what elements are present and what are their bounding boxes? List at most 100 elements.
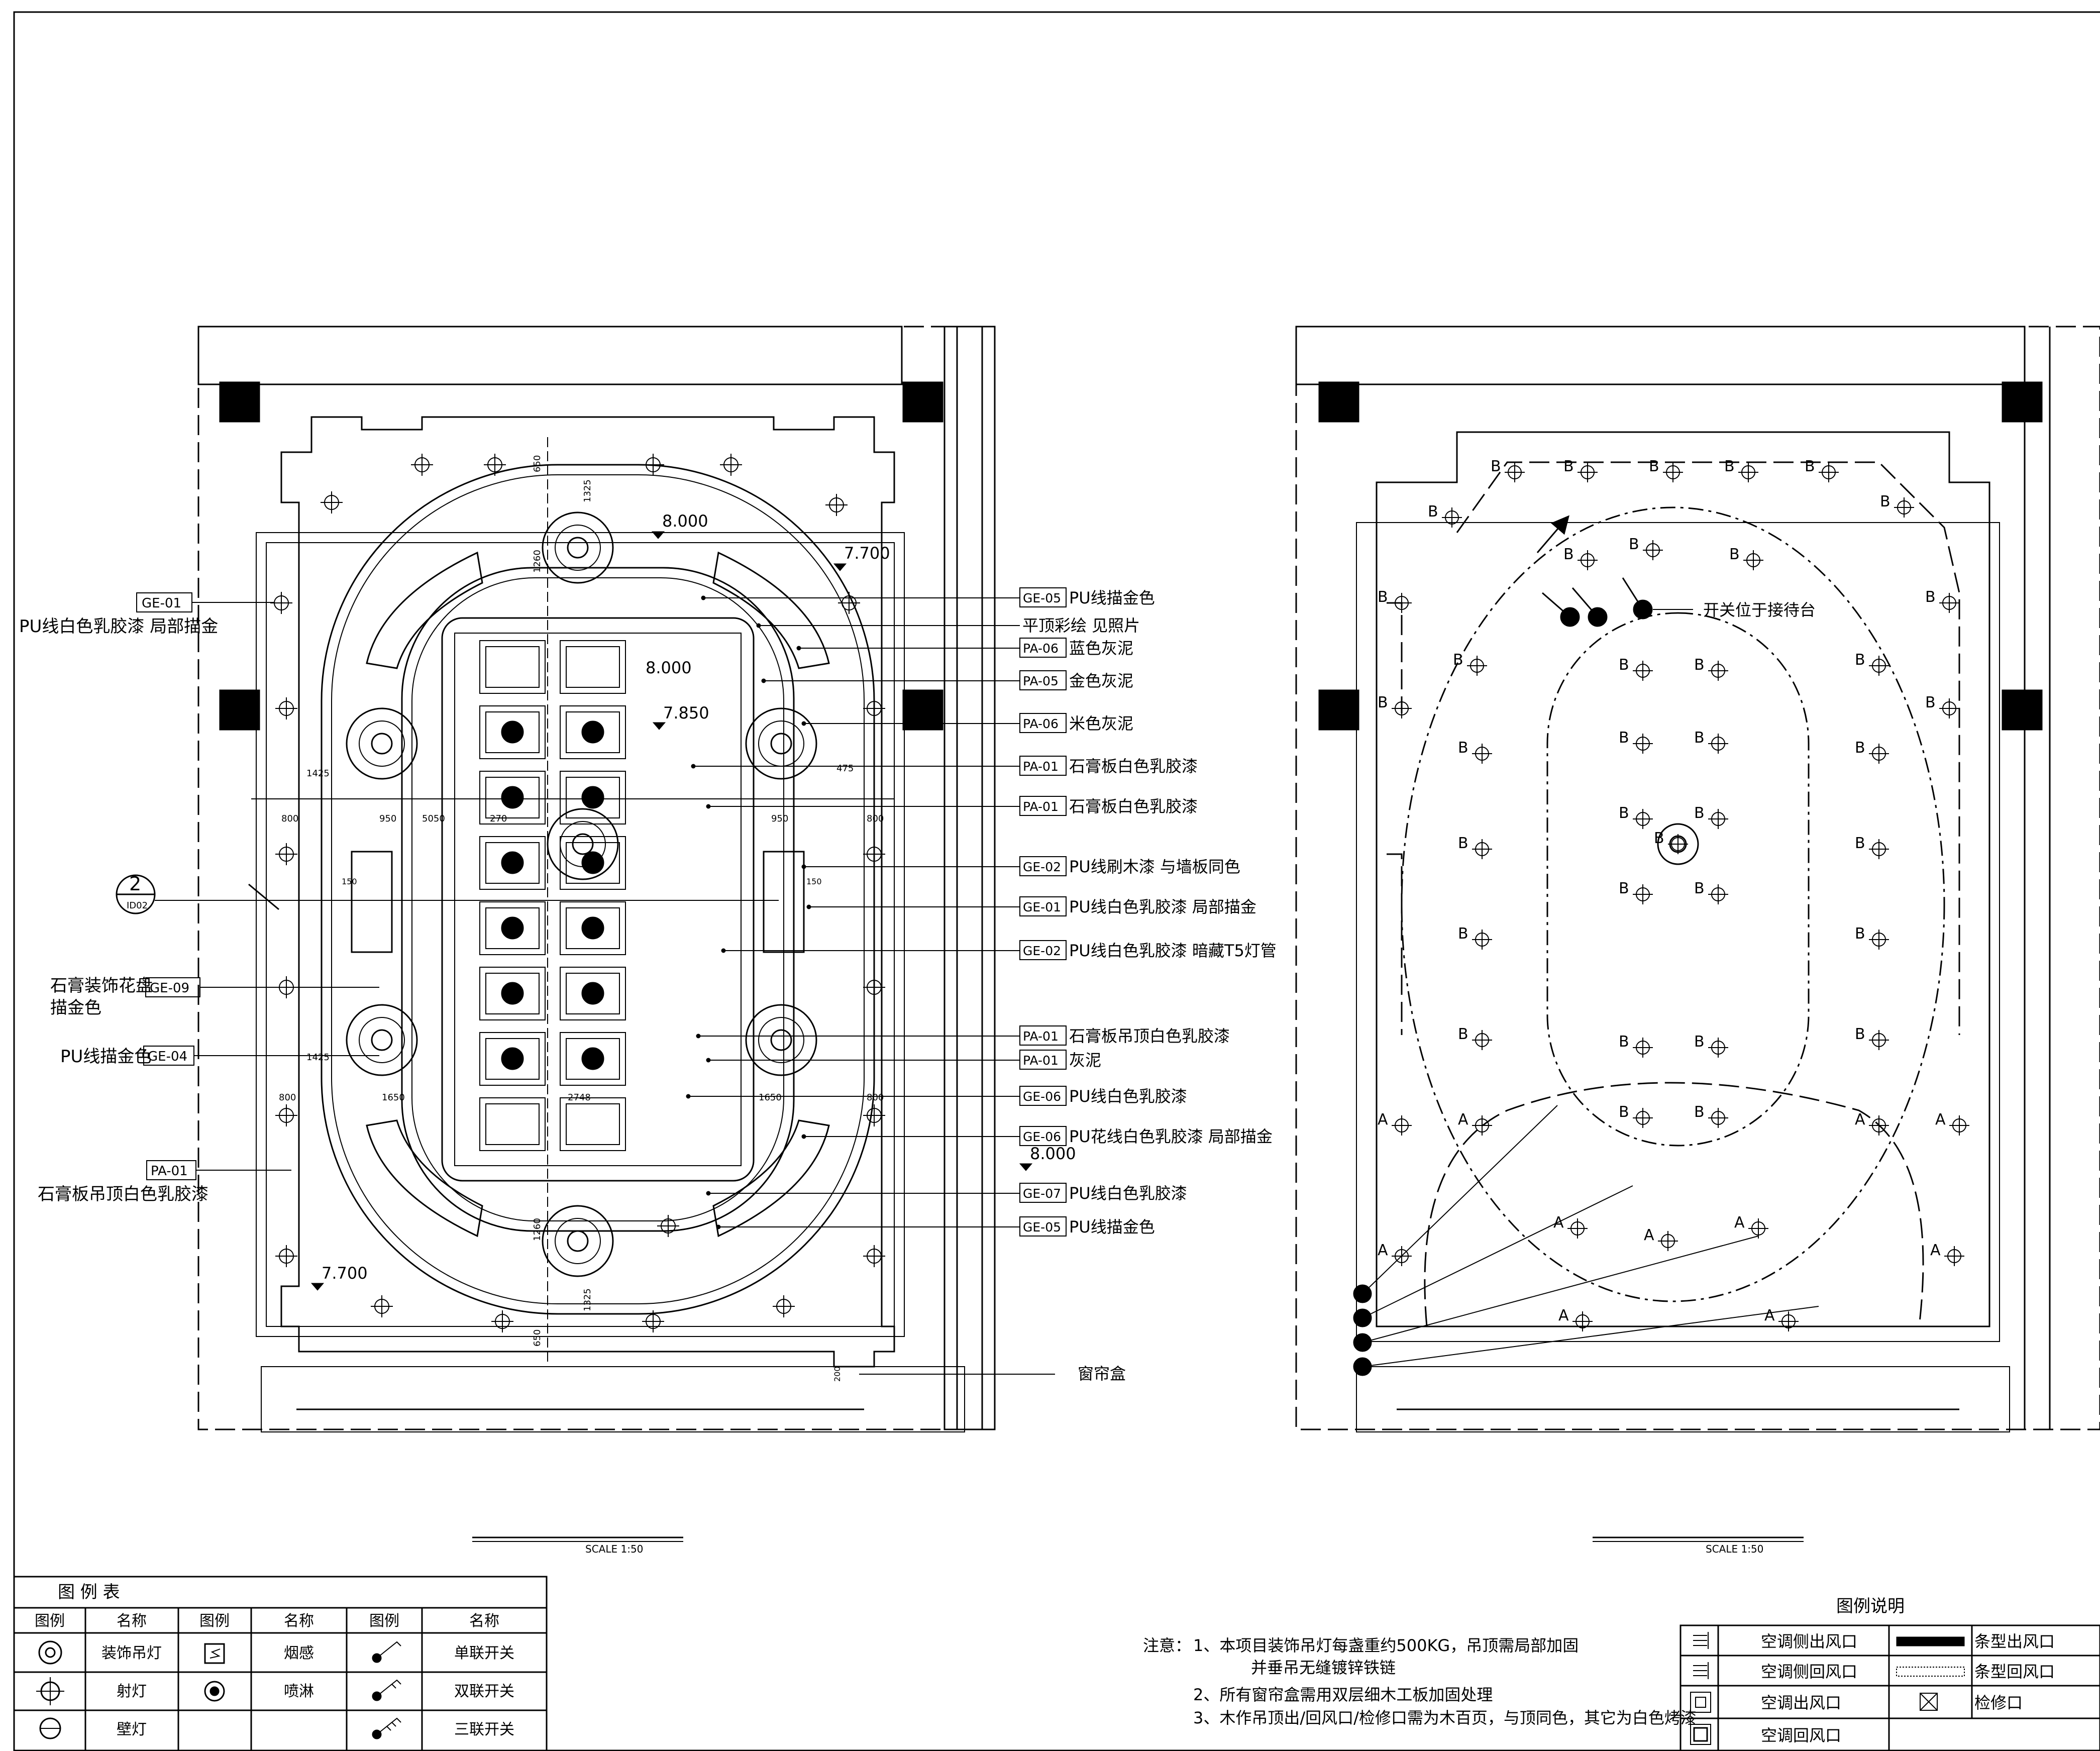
supply-vent-icon: [1690, 1692, 1711, 1713]
dimension-label: 800: [281, 813, 298, 824]
scale-label: SCALE 1:50: [1706, 1543, 1763, 1555]
circuit-line: [1424, 1082, 1924, 1327]
dimension-label: 1650: [759, 1092, 782, 1103]
light-tag: A: [1734, 1214, 1745, 1231]
left-room-outline: [197, 326, 996, 1430]
coffer-panel: [479, 901, 546, 955]
light-fixture: A: [1930, 1242, 1964, 1266]
callout-text: 描金色: [50, 998, 101, 1018]
light-fixture: B: [1619, 729, 1653, 754]
column: [902, 381, 943, 423]
legend-header: 图例: [199, 1612, 230, 1630]
linear-supply-vent-icon: [1896, 1636, 1965, 1646]
section-mark-num: 2: [129, 873, 141, 895]
sprinkler-icon: [204, 1681, 225, 1702]
dimension-label: 2748: [568, 1092, 591, 1103]
note-1: 1、本项目装饰吊灯每盏重约500KG，吊顶需局部加固: [1193, 1636, 1579, 1655]
light-fixture: B: [1694, 656, 1728, 681]
light-tag: B: [1619, 729, 1629, 747]
light-fixture: B: [1925, 694, 1959, 718]
callout-text: 石膏板吊顶白色乳胶漆: [38, 1184, 208, 1204]
light-fixture: B: [1694, 880, 1728, 904]
column: [1318, 689, 1359, 731]
curtain-dim: 200: [832, 1366, 842, 1382]
callout-code: PA-01: [1023, 1053, 1059, 1068]
light-tag: B: [1629, 536, 1639, 553]
callout-code: GE-04: [148, 1049, 187, 1064]
light-fixture: B: [1619, 1103, 1653, 1128]
ceiling-ornamental-ring: [321, 464, 875, 1315]
light-tag: B: [1619, 880, 1629, 897]
coffer-panel: [560, 705, 626, 759]
light-tag: B: [1855, 835, 1865, 852]
spotlight-icon: [275, 697, 297, 719]
note-3: 3、木作吊顶出/回风口/检修口需为木百页，与顶同色，其它为白色烤漆: [1193, 1708, 1697, 1727]
spotlight-icon: [275, 843, 297, 865]
spotlight-icon: [275, 1245, 297, 1267]
legend-name: 壁灯: [117, 1721, 147, 1738]
light-tag: A: [1558, 1307, 1569, 1324]
light-tag: B: [1880, 493, 1891, 510]
light-tag: B: [1458, 739, 1468, 757]
spotlight-icon: [863, 976, 885, 998]
light-fixture: A: [1855, 1111, 1889, 1136]
legend-item: 空调出风口: [1761, 1693, 1841, 1712]
left-top-wall: [197, 326, 903, 385]
light-fixture: A: [1558, 1307, 1593, 1331]
column: [2002, 689, 2043, 731]
callout-text: 蓝色灰泥: [1069, 639, 1133, 658]
legend-item: 条型回风口: [1974, 1662, 2055, 1681]
dimension-label: 1425: [306, 1052, 330, 1063]
circuit-line: [1456, 461, 1960, 1035]
callout-text: PU线刷木漆 与墙板同色: [1069, 857, 1240, 876]
spotlight-icon: [657, 1215, 679, 1237]
light-tag: B: [1694, 656, 1705, 674]
callout-code: PA-01: [151, 1164, 188, 1179]
light-fixture: B: [1649, 458, 1683, 482]
light-fixture: B: [1729, 546, 1763, 570]
callout-text: 石膏板白色乳胶漆: [1069, 757, 1198, 776]
dimension-label: 270: [490, 813, 507, 824]
light-tag: A: [1644, 1226, 1654, 1244]
legend-name: 三联开关: [454, 1721, 514, 1738]
callout-code: PA-01: [1023, 759, 1059, 774]
legend-item: 空调侧出风口: [1761, 1632, 1857, 1651]
legend-header: 名称: [284, 1612, 314, 1630]
light-fixture: B: [1855, 739, 1889, 764]
callout-code: GE-02: [1023, 860, 1061, 874]
dimension-label: 5050: [422, 813, 445, 824]
spotlight-icon: [270, 592, 292, 614]
side-return-vent-icon: [1693, 1662, 1709, 1679]
corner-panel: [366, 551, 483, 669]
light-tag: B: [1855, 925, 1865, 943]
light-tag: B: [1458, 1025, 1468, 1043]
light-tag: B: [1694, 1103, 1705, 1121]
light-fixture: B: [1880, 493, 1914, 518]
light-fixture: B: [1855, 651, 1889, 676]
spotlight-icon: [773, 1295, 795, 1317]
light-tag: A: [1378, 1111, 1388, 1128]
legend-name: 装饰吊灯: [101, 1644, 162, 1662]
dimension-label: 800: [867, 1092, 884, 1103]
note-2: 2、所有窗帘盒需用双层细木工板加固处理: [1193, 1685, 1493, 1704]
legend-item: 检修口: [1974, 1693, 2023, 1712]
curtain-track: [261, 1366, 965, 1432]
light-fixture: A: [1644, 1226, 1678, 1251]
coffer-panel: [479, 771, 546, 825]
coffer-panel: [560, 771, 626, 825]
dimension-label: 1260: [532, 550, 543, 573]
callout-code: PA-06: [1023, 716, 1059, 731]
light-tag: B: [1428, 503, 1438, 521]
medallion: [745, 707, 817, 780]
dimension-label: 150: [342, 877, 357, 886]
coffer-panel: [479, 705, 546, 759]
light-fixture: B: [1619, 1033, 1653, 1058]
light-fixture: B: [1619, 804, 1653, 829]
dimension-label: 650: [532, 455, 543, 472]
